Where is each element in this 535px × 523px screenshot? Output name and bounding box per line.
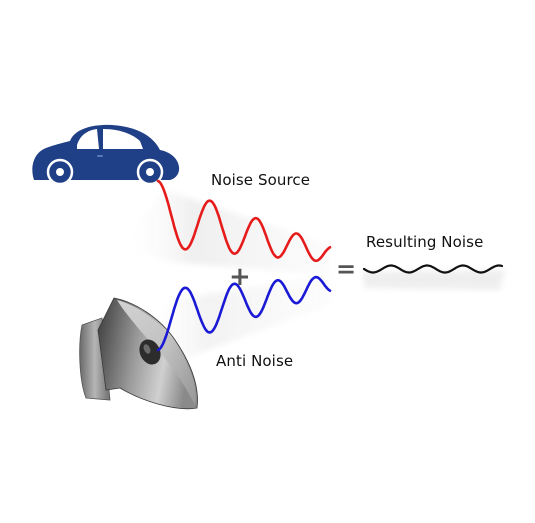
- loudspeaker-icon: [79, 297, 198, 410]
- noise-source-label: Noise Source: [211, 171, 311, 189]
- car-window-front: [103, 129, 143, 149]
- car-door-handle: [97, 155, 103, 157]
- anti-noise-label: Anti Noise: [216, 352, 294, 370]
- anti-noise-wave: [156, 275, 332, 352]
- resulting-noise-wave: [362, 264, 504, 274]
- car-window-rear: [77, 129, 99, 149]
- noise-source-wave: [156, 179, 332, 263]
- car-hubcap-front: [146, 168, 154, 176]
- speaker-mouth: [117, 300, 196, 405]
- result-wave-shadow: [362, 270, 505, 290]
- car-hubcap-rear: [56, 168, 64, 176]
- plus-operator: +: [229, 262, 251, 292]
- speaker-cone-highlight: [143, 344, 151, 354]
- anti-wave-shadow: [140, 275, 330, 362]
- resulting-noise-label: Resulting Noise: [366, 233, 484, 251]
- equals-operator: =: [336, 255, 357, 283]
- car-icon: [32, 124, 180, 186]
